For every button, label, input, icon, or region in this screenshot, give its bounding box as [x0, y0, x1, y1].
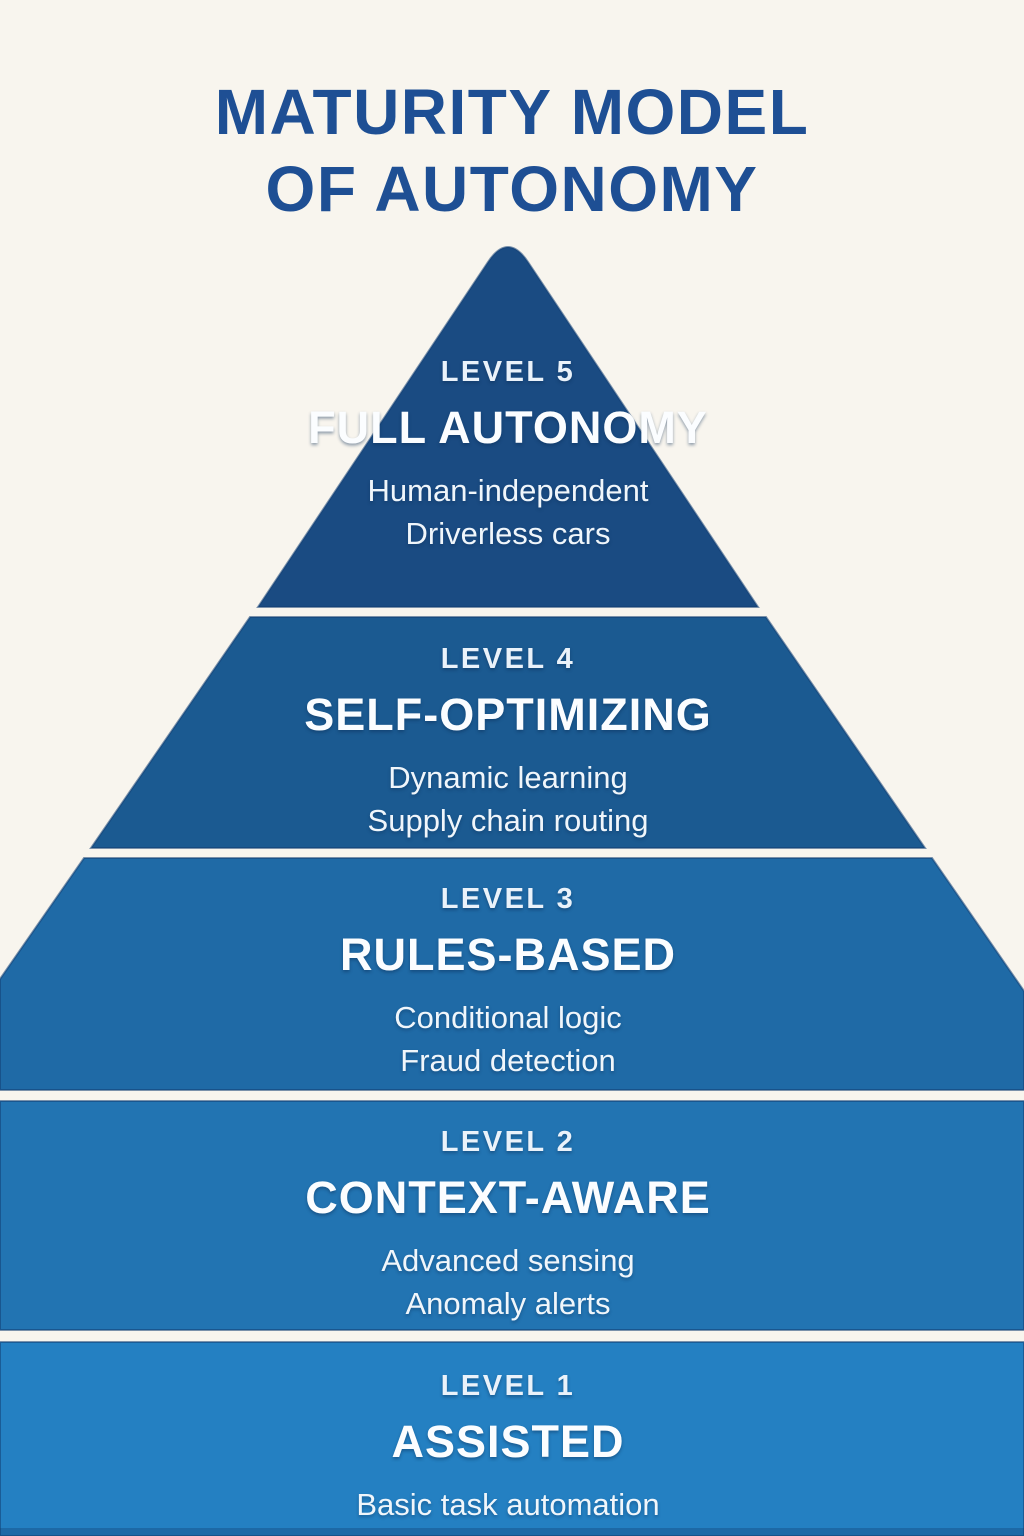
tier-4-text: LEVEL 4 SELF-OPTIMIZING Dynamic learning… [0, 643, 1020, 842]
tier-1-level-label: LEVEL 1 [440, 1370, 576, 1402]
tier-4-description-2: Supply chain routing [367, 803, 649, 839]
tier-4-level-label: LEVEL 4 [440, 643, 576, 675]
bottom-edge-shadow [0, 1528, 1024, 1536]
tier-4-description-1: Dynamic learning [388, 760, 628, 796]
tier-1-text: LEVEL 1 ASSISTED Basic task automation [0, 1370, 1020, 1526]
pyramid-tier-2-shape [0, 1100, 1024, 1331]
tier-5-level-label: LEVEL 5 [440, 356, 576, 388]
tier-3-name: RULES-BASED [339, 929, 677, 980]
tier-2-name: CONTEXT-AWARE [305, 1172, 711, 1223]
tier-2-level-label: LEVEL 2 [440, 1126, 576, 1158]
tier-2-description-1: Advanced sensing [381, 1243, 635, 1279]
tier-5-description-2: Driverless cars [405, 516, 611, 552]
pyramid-tier-3-shape [0, 857, 1024, 1091]
pyramid-tier-5-shape [256, 246, 760, 608]
page-title-line-1: MATURITY MODEL [214, 76, 810, 148]
tier-2-description-2: Anomaly alerts [405, 1286, 611, 1322]
tier-3-text: LEVEL 3 RULES-BASED Conditional logic Fr… [0, 883, 1020, 1082]
tier-5-description-1: Human-independent [367, 473, 649, 509]
tier-1-name: ASSISTED [391, 1416, 625, 1467]
tier-5-name: FULL AUTONOMY [308, 402, 708, 453]
tier-3-description-1: Conditional logic [394, 1000, 622, 1036]
tier-3-level-label: LEVEL 3 [440, 883, 576, 915]
pyramid-tier-1-shape [0, 1341, 1024, 1536]
tier-2-text: LEVEL 2 CONTEXT-AWARE Advanced sensing A… [0, 1126, 1020, 1325]
tier-1-description-1: Basic task automation [356, 1487, 660, 1523]
page-title: MATURITY MODEL OF AUTONOMY [0, 74, 1024, 228]
tier-4-name: SELF-OPTIMIZING [304, 689, 712, 740]
pyramid-tier-4-shape [89, 616, 927, 849]
tier-5-text: LEVEL 5 FULL AUTONOMY Human-independent … [0, 356, 1020, 555]
tier-3-description-2: Fraud detection [400, 1043, 616, 1079]
page-title-line-2: OF AUTONOMY [265, 152, 759, 225]
